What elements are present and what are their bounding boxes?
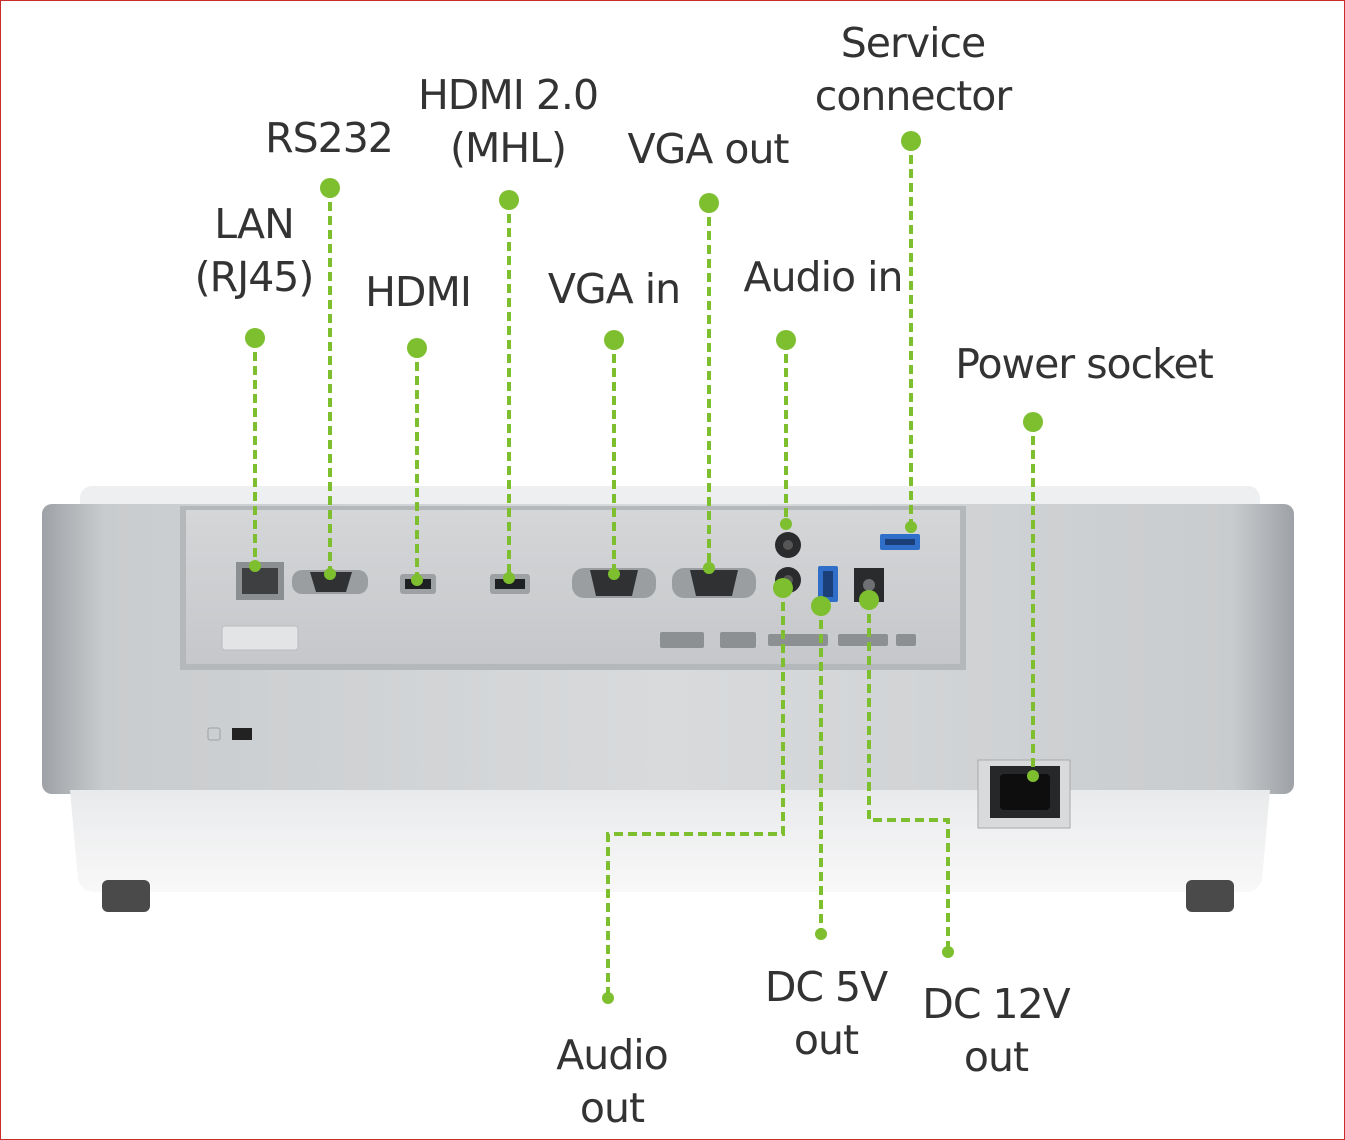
port-marker-power <box>1027 770 1039 782</box>
leader-line-dc-12v <box>867 600 950 952</box>
callout-dot-audio-out <box>773 578 793 598</box>
callout-dot-hdmi <box>407 338 427 358</box>
callout-dot-dc-12v <box>859 590 879 610</box>
port-marker-hdmi <box>411 574 423 586</box>
callout-dot-vga-in <box>604 330 624 350</box>
vga-in-port <box>572 568 656 598</box>
label-hdmi: HDMI <box>365 268 472 316</box>
dc-5v-usb-port <box>818 566 838 602</box>
label-vga-out: VGA out <box>627 125 789 173</box>
projector-body <box>42 486 1294 912</box>
port-marker-dc-12v <box>942 946 954 958</box>
port-marker-vga-out <box>703 562 715 574</box>
foot-left <box>102 880 150 912</box>
label-lan: LAN(RJ45) <box>194 200 315 301</box>
label-audio-in: Audio in <box>743 253 904 301</box>
vga-out-port <box>672 568 756 598</box>
label-vga-in: VGA in <box>547 265 681 313</box>
power-inlet <box>977 759 1071 829</box>
white-base <box>70 790 1270 892</box>
port-marker-audio-in <box>780 518 792 530</box>
callout-dot-vga-out <box>699 193 719 213</box>
port-marker-lan <box>249 560 261 572</box>
callout-dot-service <box>901 131 921 151</box>
service-usb-port <box>880 534 920 550</box>
port-marker-service <box>905 521 917 533</box>
callout-leaders <box>245 131 1043 1004</box>
callout-dot-rs232 <box>320 178 340 198</box>
label-power: Power socket <box>955 340 1214 388</box>
callout-dot-audio-in <box>776 330 796 350</box>
label-hdmi2: HDMI 2.0(MHL) <box>417 71 599 172</box>
port-marker-hdmi2 <box>503 572 515 584</box>
callout-dot-dc-5v <box>811 596 831 616</box>
callout-dot-hdmi2 <box>499 190 519 210</box>
panel-logos <box>660 632 916 648</box>
kensington-lock <box>232 728 252 740</box>
port-marker-vga-in <box>608 568 620 580</box>
port-marker-rs232 <box>324 568 336 580</box>
callout-dot-lan <box>245 328 265 348</box>
hdmi2-port <box>490 574 530 594</box>
foot-right <box>1186 880 1234 912</box>
lock-icon <box>207 727 221 741</box>
port-marker-dc-5v <box>815 928 827 940</box>
audio-in-jack <box>775 532 801 558</box>
panel-sticker <box>221 625 299 651</box>
port-marker-audio-out <box>602 992 614 1004</box>
label-rs232: RS232 <box>265 114 394 162</box>
callout-dot-power <box>1023 412 1043 432</box>
rs232-port <box>292 570 368 594</box>
